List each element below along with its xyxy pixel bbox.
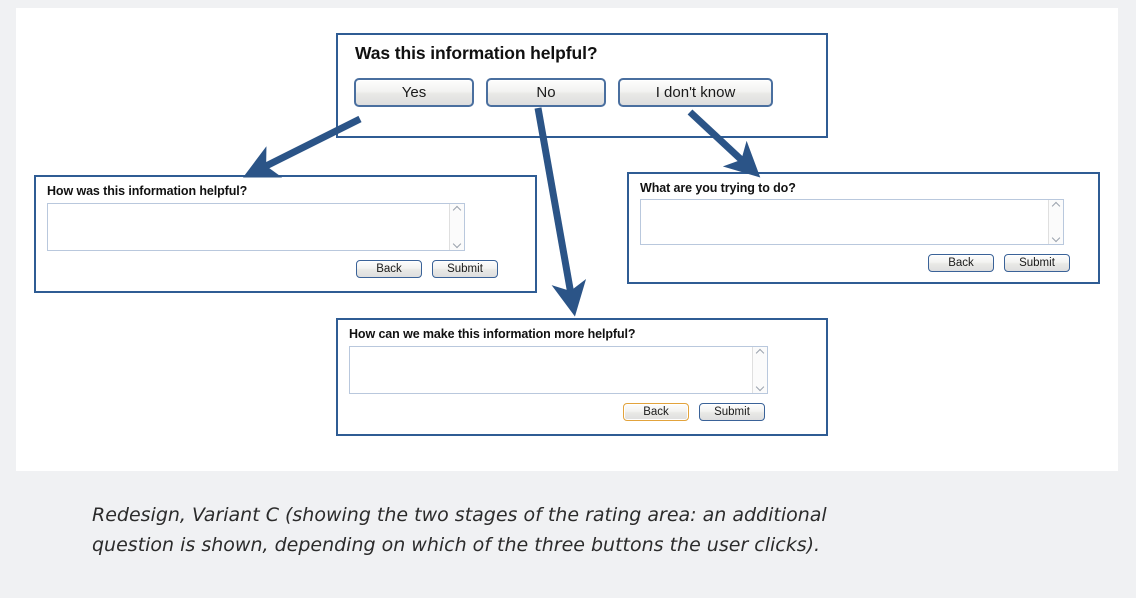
scroll-down-icon[interactable] — [1052, 235, 1061, 242]
caption-line-2: question is shown, depending on which of… — [92, 534, 821, 556]
followup-textarea-dont-know[interactable] — [640, 199, 1064, 245]
followup-panel-yes: How was this information helpful? Back S… — [34, 175, 537, 293]
submit-button-dont-know[interactable]: Submit — [1004, 254, 1070, 272]
rating-widget-panel: Was this information helpful? Yes No I d… — [336, 33, 828, 138]
followup-question-no: How can we make this information more he… — [349, 327, 636, 341]
followup-textarea-yes[interactable] — [47, 203, 465, 251]
scroll-up-icon[interactable] — [756, 349, 765, 356]
rating-question-label: Was this information helpful? — [355, 43, 598, 63]
rating-button-i-dont-know[interactable]: I don't know — [618, 78, 773, 107]
textarea-scrollbar[interactable] — [752, 347, 767, 393]
followup-panel-no: How can we make this information more he… — [336, 318, 828, 436]
followup-question-dont-know: What are you trying to do? — [640, 181, 796, 195]
followup-actions-dont-know: Back Submit — [928, 254, 1070, 272]
back-button-dont-know[interactable]: Back — [928, 254, 994, 272]
textarea-scrollbar[interactable] — [449, 204, 464, 250]
caption-line-1: Redesign, Variant C (showing the two sta… — [92, 504, 827, 526]
followup-actions-yes: Back Submit — [356, 260, 498, 278]
back-button-no[interactable]: Back — [623, 403, 689, 421]
followup-panel-dont-know: What are you trying to do? Back Submit — [627, 172, 1100, 284]
rating-button-group: Yes No I don't know — [354, 78, 773, 107]
followup-actions-no: Back Submit — [623, 403, 765, 421]
submit-button-yes[interactable]: Submit — [432, 260, 498, 278]
back-button-yes[interactable]: Back — [356, 260, 422, 278]
followup-textarea-no[interactable] — [349, 346, 768, 394]
scroll-down-icon[interactable] — [453, 241, 462, 248]
submit-button-no[interactable]: Submit — [699, 403, 765, 421]
scroll-up-icon[interactable] — [1052, 202, 1061, 209]
scroll-down-icon[interactable] — [756, 384, 765, 391]
figure-caption: Redesign, Variant C (showing the two sta… — [92, 500, 1052, 560]
followup-question-yes: How was this information helpful? — [47, 184, 248, 198]
textarea-scrollbar[interactable] — [1048, 200, 1063, 244]
rating-button-no[interactable]: No — [486, 78, 606, 107]
rating-button-yes[interactable]: Yes — [354, 78, 474, 107]
scroll-up-icon[interactable] — [453, 206, 462, 213]
